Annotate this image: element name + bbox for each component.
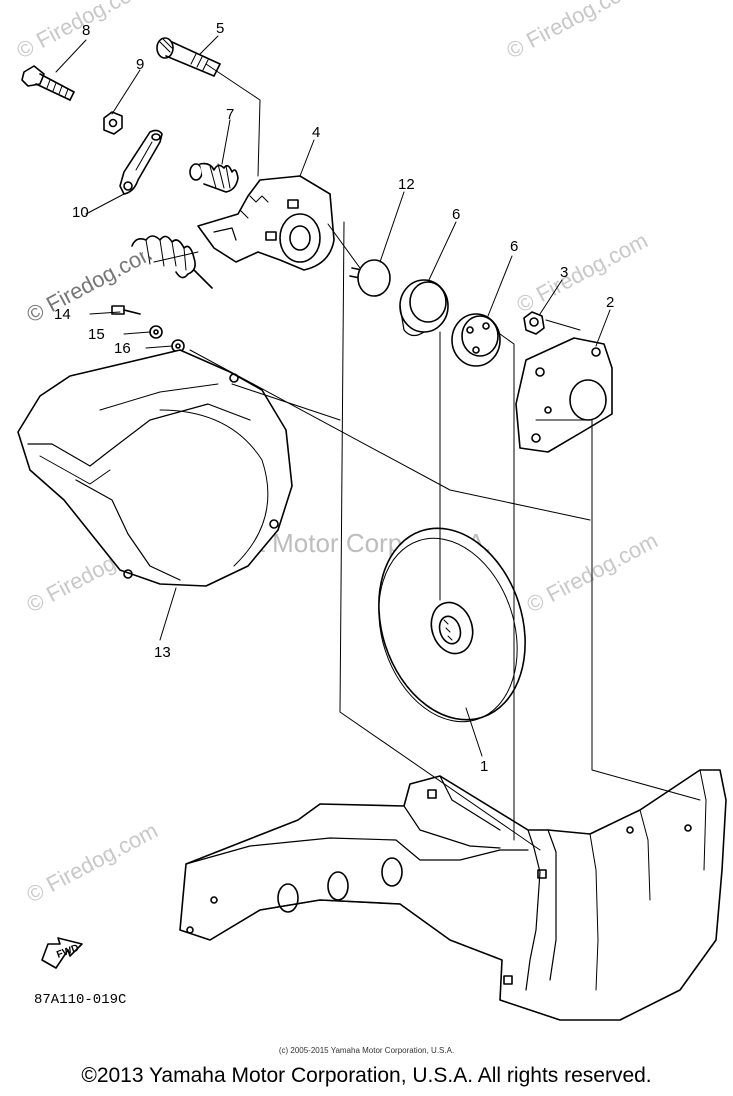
coil-spring-11	[131, 235, 213, 289]
bolt-5	[156, 37, 221, 77]
caliper-housing-4	[197, 175, 335, 271]
chassis-frame	[179, 769, 727, 1021]
lever-10	[119, 129, 163, 195]
fwd-arrow	[41, 937, 83, 969]
callout-2: 2	[606, 294, 615, 311]
callout-4: 4	[312, 124, 321, 141]
callout-9: 9	[136, 56, 145, 73]
nut-3	[523, 311, 545, 335]
callout-6b: 6	[510, 238, 519, 255]
assembly-lines	[55, 35, 701, 851]
washer-15	[149, 325, 163, 339]
callout-6a: 6	[452, 206, 461, 223]
small-copyright: (c) 2005-2015 Yamaha Motor Corporation, …	[278, 1046, 455, 1055]
bolt-8	[21, 65, 75, 101]
spring-7	[189, 162, 239, 193]
callout-10: 10	[72, 204, 89, 221]
callout-16: 16	[114, 340, 131, 357]
brake-disc-1	[378, 527, 526, 723]
callout-1: 1	[480, 758, 489, 775]
main-copyright: ©2013 Yamaha Motor Corporation, U.S.A. A…	[81, 1064, 652, 1087]
callout-15: 15	[88, 326, 105, 343]
callout-8: 8	[82, 22, 91, 39]
callout-5: 5	[216, 20, 225, 37]
bracket-2	[515, 337, 613, 453]
callout-12: 12	[398, 176, 415, 193]
pin-12	[349, 259, 391, 297]
nut-9	[103, 111, 123, 135]
exploded-parts-diagram: FWD	[17, 35, 727, 1021]
callout-7: 7	[226, 106, 235, 123]
pad-6-right	[451, 313, 501, 367]
bolt-14	[111, 305, 141, 315]
callout-3: 3	[560, 264, 569, 281]
diagram-part-code: 87A110-019C	[34, 992, 127, 1008]
callout-14: 14	[54, 306, 71, 323]
pad-6-left	[399, 279, 449, 337]
cover-13	[17, 349, 293, 587]
callout-13: 13	[154, 644, 171, 661]
